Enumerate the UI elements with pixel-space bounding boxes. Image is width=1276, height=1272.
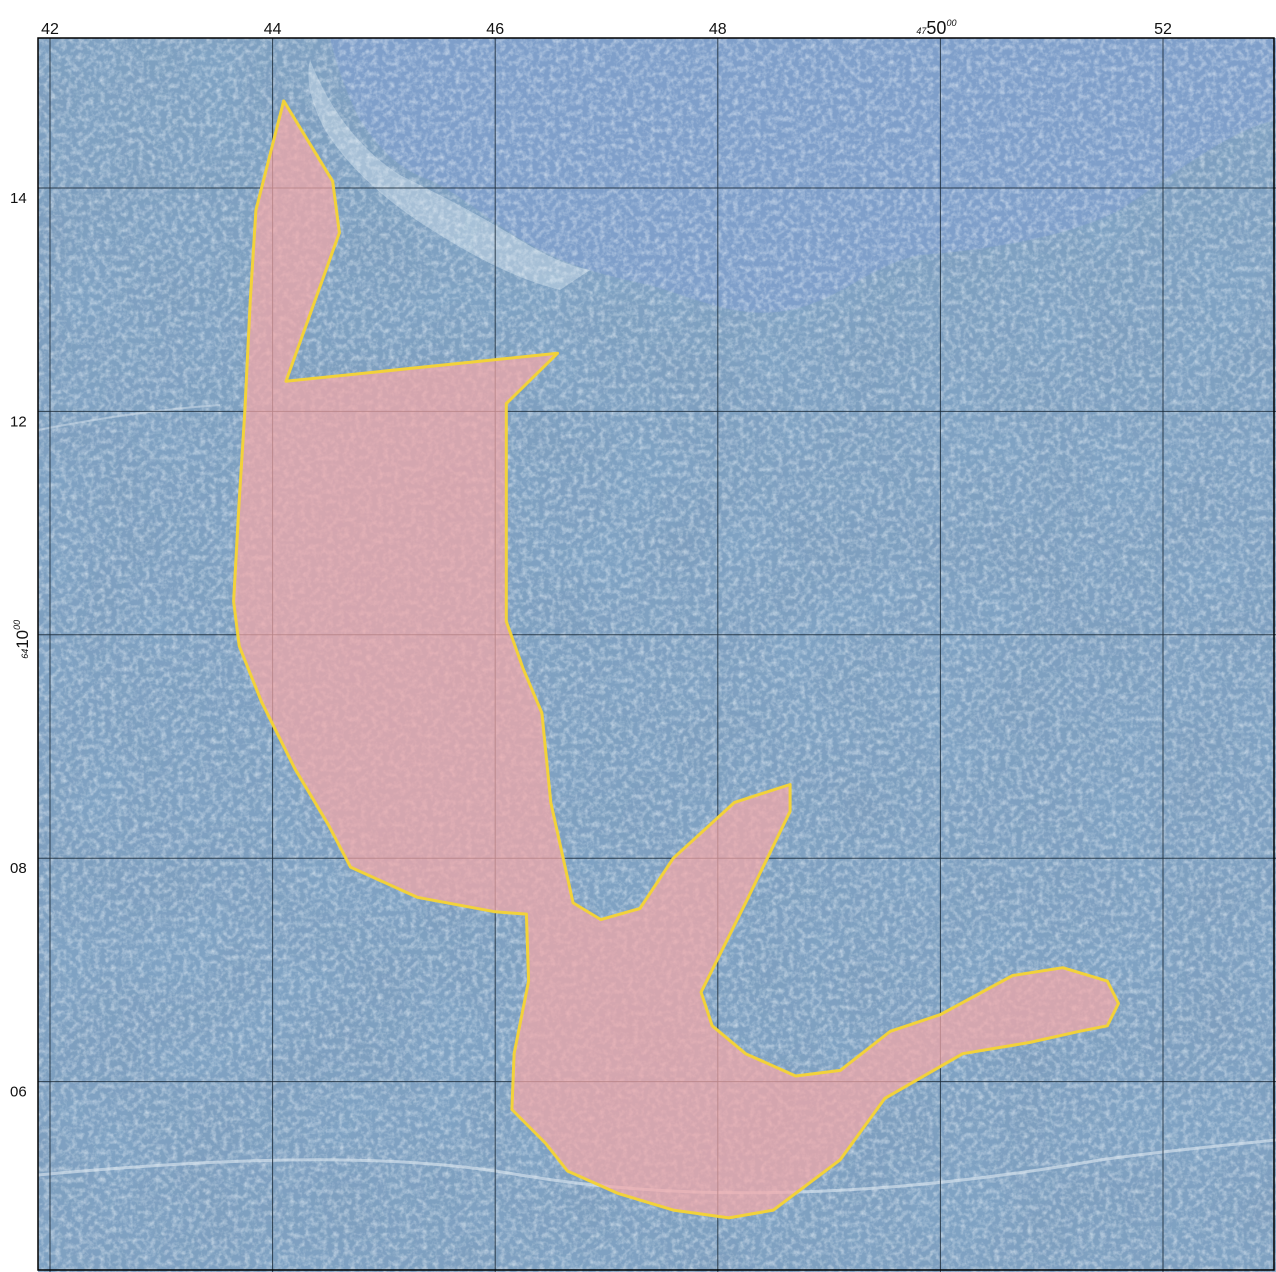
left-coordinate-label: 641000 (12, 620, 32, 659)
top-coordinate-label: 46 (486, 21, 504, 38)
highlighted-area (232, 99, 1120, 1220)
left-coordinate-label: 08 (10, 860, 27, 877)
top-coordinate-label: 52 (1154, 21, 1172, 38)
map-border (37, 37, 1275, 1271)
left-coordinate-label: 14 (10, 190, 27, 207)
forest-track (38, 404, 221, 431)
top-coordinate-label: 475000 (916, 18, 956, 38)
left-coordinate-labels: 14 12 641000 08 06 (10, 190, 32, 1101)
highlighted-area-polygon (232, 99, 1120, 1220)
top-coordinate-label: 44 (264, 21, 282, 38)
top-coordinate-labels: 42 44 46 48 475000 52 (41, 18, 1172, 38)
top-coordinate-label: 48 (709, 21, 727, 38)
left-coordinate-label: 12 (10, 413, 27, 430)
left-coordinate-label: 06 (10, 1084, 27, 1101)
top-coordinate-label: 42 (41, 21, 59, 38)
